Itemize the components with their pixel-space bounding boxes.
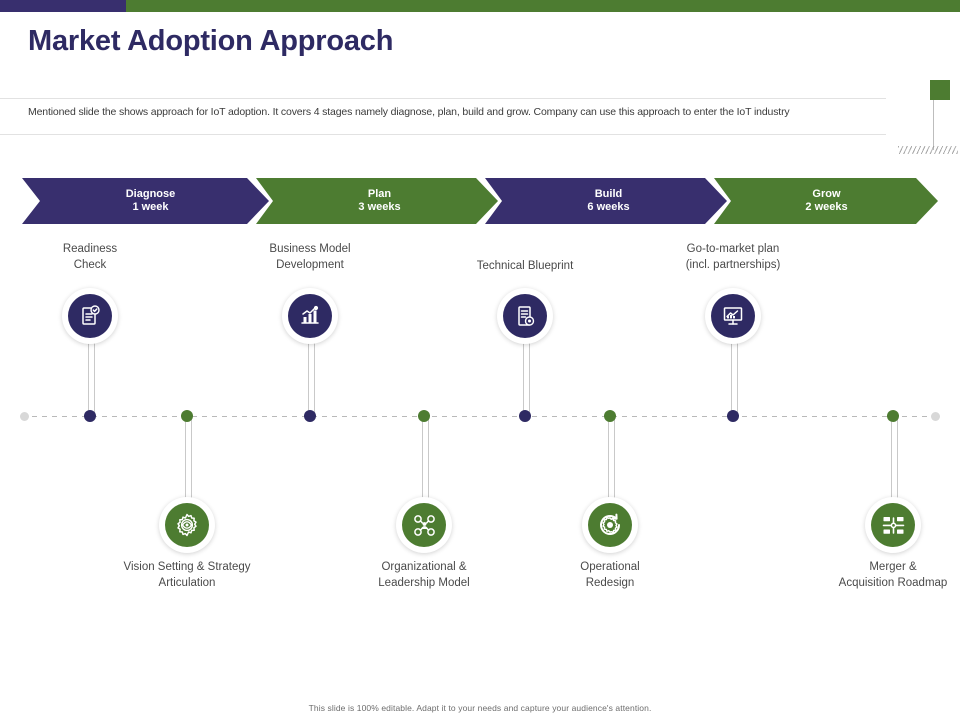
org-network-icon: [402, 503, 446, 547]
gear-eye-icon: [165, 503, 209, 547]
milestone-label: Readiness Check: [62, 243, 118, 271]
page-title: Market Adoption Approach: [28, 25, 394, 57]
milestone-connector-stem: [421, 416, 429, 503]
milestone-connector-stem: [890, 416, 898, 503]
milestone-label: Merger & Acquisition Roadmap: [838, 561, 948, 589]
phase-duration: 1 week: [132, 201, 169, 213]
timeline-axis-cap-left: [20, 412, 29, 421]
milestone-label: Vision Setting & Strategy Articulation: [123, 561, 251, 589]
milestone-icon-badge[interactable]: [159, 497, 215, 553]
footer-note: This slide is 100% editable. Adapt it to…: [308, 703, 652, 713]
milestone-connector-stem: [607, 416, 615, 503]
milestone-connector-stem: [522, 338, 530, 416]
milestone-label: Go-to-market plan (incl. partnerships): [685, 243, 781, 271]
milestone-label: Operational Redesign: [580, 561, 640, 589]
timeline-dot: [604, 410, 616, 422]
milestone-label: Business Model Development: [269, 243, 351, 271]
decor-vertical-line: [933, 80, 934, 150]
milestone-icon-badge[interactable]: [396, 497, 452, 553]
timeline-dot: [84, 410, 96, 422]
timeline-axis-cap-right: [931, 412, 940, 421]
milestone-icon-badge[interactable]: [497, 288, 553, 344]
decor-green-square: [930, 80, 950, 100]
merge-nodes-icon: [871, 503, 915, 547]
phase-name: Build: [594, 188, 623, 201]
phase-name: Diagnose: [125, 188, 176, 201]
bar-chart-growth-icon: [288, 294, 332, 338]
phase-duration: 2 weeks: [805, 201, 848, 213]
timeline-dot: [887, 410, 899, 422]
milestone-label: Organizational & Leadership Model: [378, 561, 470, 589]
milestone-icon-badge[interactable]: [62, 288, 118, 344]
milestone-icon-badge[interactable]: [865, 497, 921, 553]
milestone-label: Technical Blueprint: [476, 260, 574, 272]
milestone-connector-stem: [184, 416, 192, 503]
phase-duration: 6 weeks: [587, 201, 630, 213]
timeline-axis: [22, 416, 938, 417]
document-gear-icon: [503, 294, 547, 338]
timeline-dot: [727, 410, 739, 422]
subtitle-rule-top: [0, 98, 886, 99]
milestone-icon-badge[interactable]: [705, 288, 761, 344]
gear-refresh-icon: [588, 503, 632, 547]
timeline-dot: [181, 410, 193, 422]
phase-name: Plan: [367, 188, 392, 201]
milestone-connector-stem: [307, 338, 315, 416]
document-check-icon: [68, 294, 112, 338]
timeline-dot: [304, 410, 316, 422]
milestone-connector-stem: [730, 338, 738, 416]
subtitle-text: Mentioned slide the shows approach for I…: [28, 106, 790, 118]
timeline-dot: [519, 410, 531, 422]
phase-name: Grow: [812, 188, 841, 201]
subtitle-rule-bottom: [0, 134, 886, 135]
milestone-icon-badge[interactable]: [582, 497, 638, 553]
milestone-icon-badge[interactable]: [282, 288, 338, 344]
timeline-dot: [418, 410, 430, 422]
top-bar-green-segment: [126, 0, 960, 12]
top-bar-purple-segment: [0, 0, 126, 12]
milestone-connector-stem: [87, 338, 95, 416]
phase-duration: 3 weeks: [358, 201, 401, 213]
top-color-bar: [0, 0, 960, 12]
presentation-board-icon: [711, 294, 755, 338]
decor-hatch-pattern: [898, 146, 958, 154]
